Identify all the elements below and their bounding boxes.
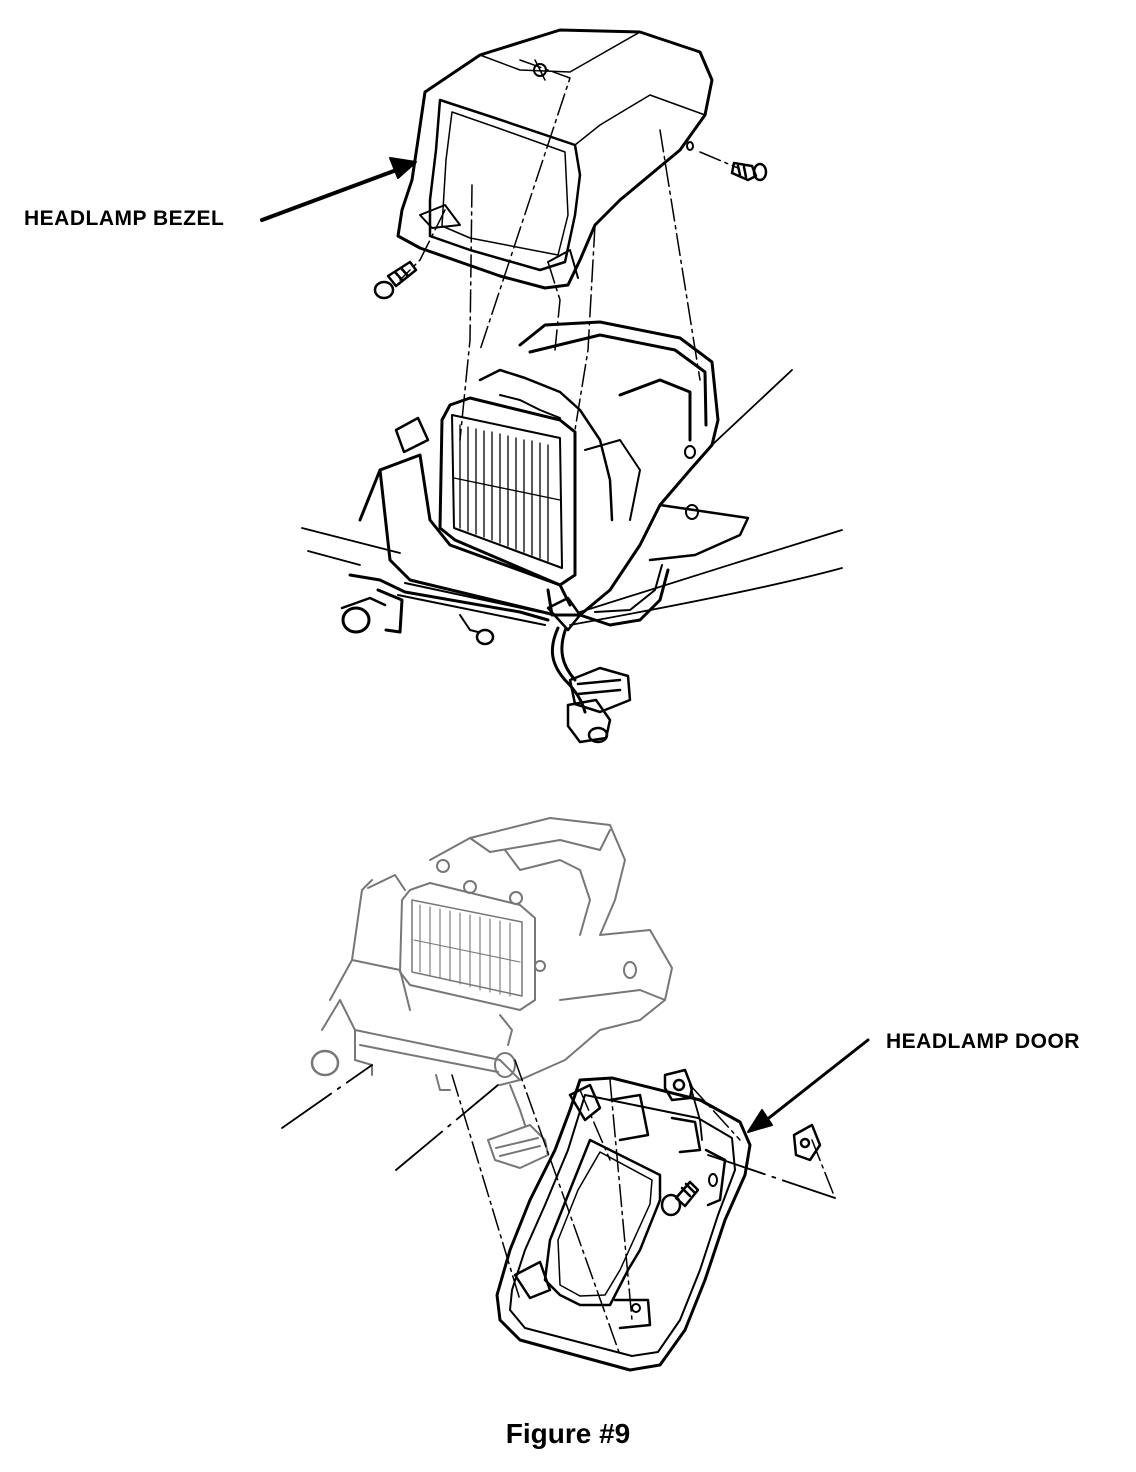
wiring-harness	[550, 626, 632, 744]
bezel-callout-arrow	[260, 157, 417, 222]
headlamp-housing-bottom	[310, 817, 673, 1091]
door-callout-arrow	[747, 1038, 870, 1133]
door-screw	[660, 1180, 700, 1217]
body-reference-lines-top	[301, 369, 843, 626]
sealed-beam-lamp-top	[438, 396, 577, 587]
headlamp-housing-top	[340, 320, 750, 646]
headlamp-bezel	[396, 28, 714, 290]
door-clip-side	[792, 1123, 822, 1162]
connector-bottom	[487, 1084, 549, 1169]
headlamp-door	[495, 1076, 752, 1372]
bezel-screw-right	[730, 161, 768, 182]
figure-caption: Figure #9	[505, 1418, 631, 1449]
bezel-screw-left	[373, 260, 418, 300]
headlamp-door-label: HEADLAMP DOOR	[886, 1030, 1080, 1053]
door-clip-top	[663, 1068, 694, 1102]
assembly-guide-lines-top	[399, 59, 739, 441]
headlamp-bezel-label: HEADLAMP BEZEL	[24, 207, 225, 230]
